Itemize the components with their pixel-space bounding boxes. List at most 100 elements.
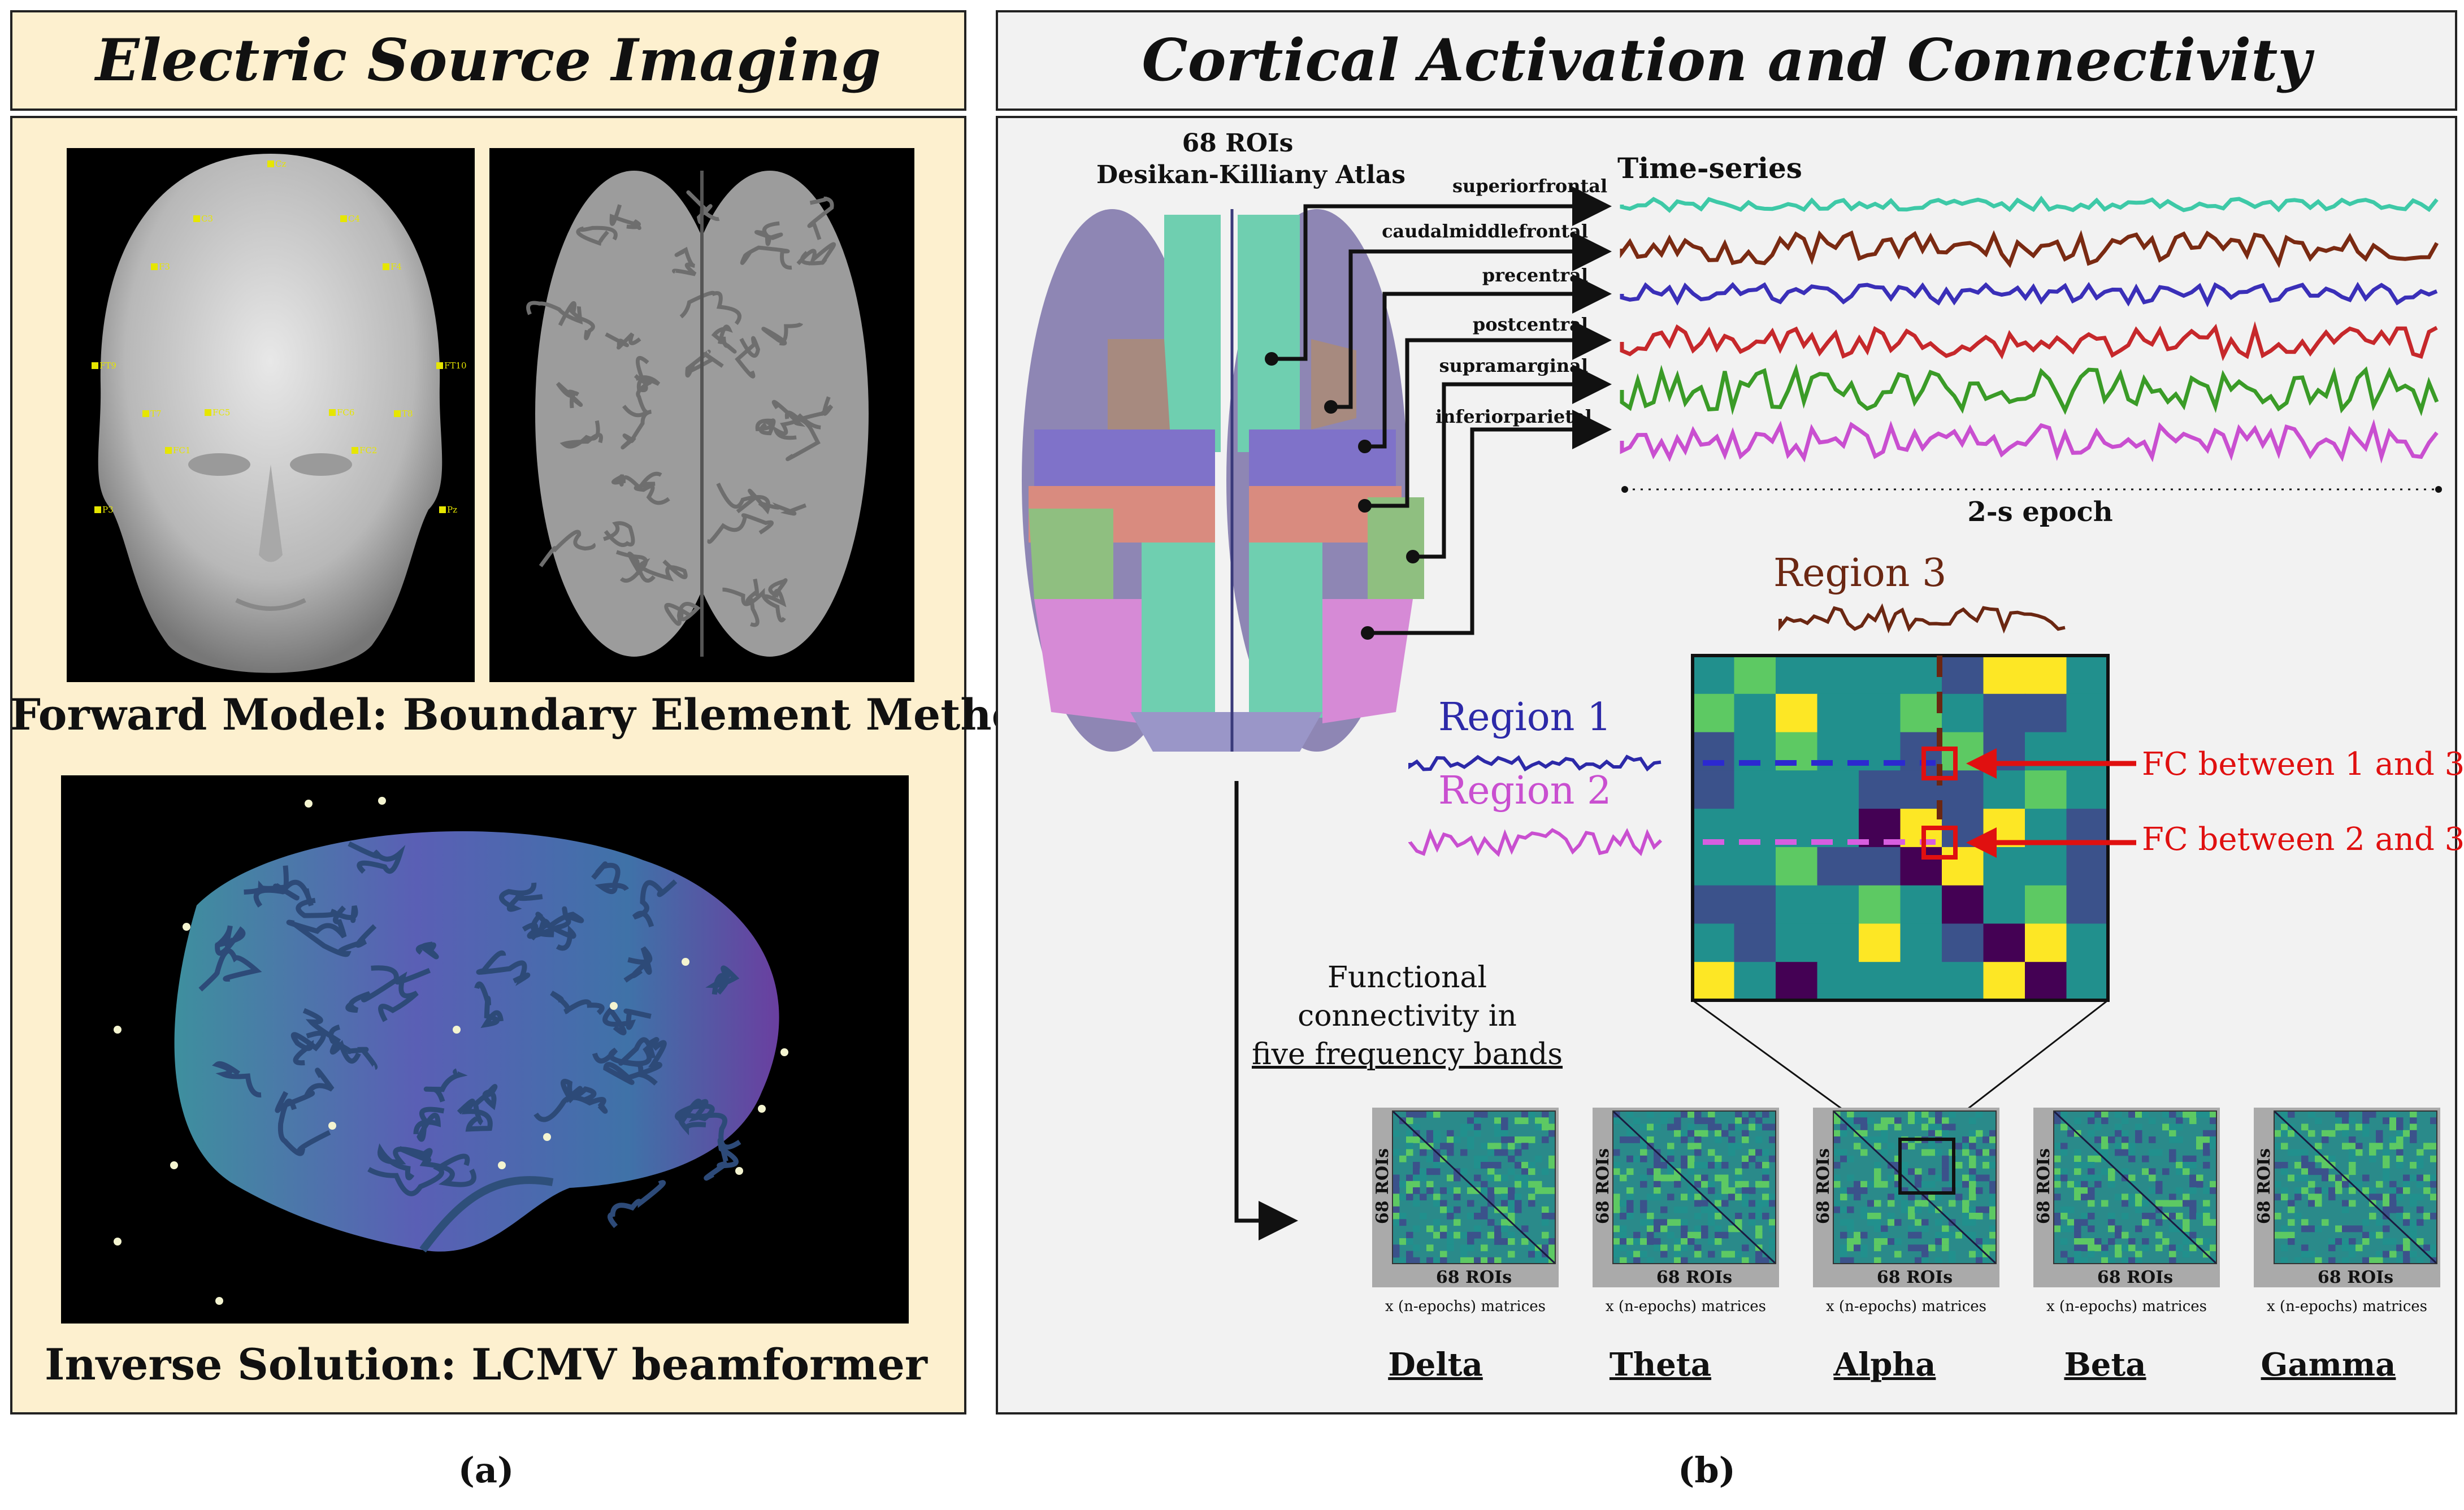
matrix-cell <box>2066 693 2109 733</box>
inverse-solution-caption: Inverse Solution: LCMV beamformer <box>45 1339 927 1390</box>
atlas-label-line2: Desikan-Killiany Atlas <box>1096 160 1406 189</box>
region-1-label: Region 1 <box>1438 695 1612 740</box>
sublabel-b: (b) <box>1677 1450 1736 1491</box>
matrix-cell <box>1817 693 1859 733</box>
matrix-cell <box>1693 885 1735 925</box>
electrode-label: F4 <box>391 262 402 272</box>
electrode-label: T8 <box>402 409 413 419</box>
trace-precentral <box>1620 281 2438 307</box>
matrix-caption: x (n-epochs) matrices <box>2046 1298 2207 1315</box>
matrix-cell <box>1859 923 1901 963</box>
electrode-label: FT9 <box>99 361 116 371</box>
matrix-y-axis-label: 68 ROIs <box>1373 1148 1392 1224</box>
trace-postcentral <box>1620 321 2438 362</box>
matrix-cell <box>1776 923 1818 963</box>
matrix-cell <box>1693 770 1735 810</box>
matrix-cell <box>1693 847 1735 886</box>
matrix-y-axis-label: 68 ROIs <box>2034 1148 2054 1224</box>
fc-description-line2: connectivity in <box>1298 999 1517 1033</box>
brain-top-view-image <box>489 148 914 682</box>
matrix-cell <box>1942 656 1984 695</box>
matrix-cell <box>1983 885 2025 925</box>
atlas-brain <box>1022 209 1424 752</box>
matrix-cell <box>2025 770 2067 810</box>
band-label-delta: Delta <box>1388 1346 1483 1383</box>
electrode-marker <box>436 362 443 369</box>
trace-superiorfrontal <box>1620 196 2439 213</box>
zoom-box <box>1898 1138 1955 1195</box>
matrix-caption: x (n-epochs) matrices <box>1606 1298 1766 1315</box>
matrix-cell <box>2066 885 2109 925</box>
electrode-marker <box>394 410 401 417</box>
trace-caudalmiddlefrontal <box>1620 229 2439 268</box>
matrix-cell <box>1859 885 1901 925</box>
electrode-marker <box>329 409 336 416</box>
matrix-cell <box>1900 693 1942 733</box>
matrix-cell <box>2025 693 2067 733</box>
matrix-cell <box>1817 885 1859 925</box>
matrix-cell <box>2066 962 2109 1001</box>
matrix-cell <box>2066 923 2109 963</box>
matrix-cell <box>1693 656 1735 695</box>
sensor-dot <box>114 1238 122 1246</box>
matrix-cell <box>1817 923 1859 963</box>
sensor-dot <box>453 1026 461 1034</box>
electrode-marker <box>151 263 158 270</box>
sensor-dot <box>780 1048 788 1056</box>
brain-side-view-image <box>61 775 909 1324</box>
sensor-dot <box>305 800 313 808</box>
matrix-cell <box>2066 770 2109 810</box>
trace-supramarginal <box>1620 363 2439 416</box>
matrix-cell <box>1734 693 1776 733</box>
matrix-x-axis-label: 68 ROIs <box>1877 1268 1953 1287</box>
matrix-cell <box>2066 847 2109 886</box>
matrix-y-axis-label: 68 ROIs <box>1593 1148 1613 1224</box>
electrode-label: FC5 <box>212 407 230 418</box>
timeseries-traces <box>1620 196 2439 464</box>
sensor-dot <box>682 958 689 966</box>
forward-model-caption: Forward Model: Boundary Element Method <box>10 689 1051 740</box>
matrix-y-axis-label: 68 ROIs <box>2254 1148 2274 1224</box>
matrix-cell <box>1693 923 1735 963</box>
matrix-cell <box>1776 770 1818 810</box>
region-2-trace <box>1408 828 1663 857</box>
matrix-cell <box>1942 962 1984 1001</box>
matrix-cell <box>2025 885 2067 925</box>
region-1-trace <box>1408 754 1662 772</box>
right-panel-title: Cortical Activation and Connectivity <box>1142 27 2311 94</box>
fc-1-3-label: FC between 1 and 3 <box>2142 746 2464 783</box>
electrode-marker <box>193 215 200 222</box>
electrode-label: Pz <box>447 505 457 515</box>
matrix-cell <box>1817 656 1859 695</box>
electrode-marker <box>165 447 172 454</box>
electrode-label: T7 <box>150 409 162 419</box>
trace-inferiorparietal <box>1620 419 2439 464</box>
matrix-caption: x (n-epochs) matrices <box>1826 1298 1986 1315</box>
matrix-cell <box>2066 656 2109 695</box>
matrix-cell <box>1942 847 1984 886</box>
matrix-cell <box>1942 885 1984 925</box>
matrix-cell <box>2025 847 2067 886</box>
region-label-supramarginal: supramarginal <box>1439 355 1588 376</box>
region-3-trace <box>1778 603 2066 634</box>
sensor-dot <box>498 1161 506 1169</box>
matrix-cell <box>1983 962 2025 1001</box>
region-label-caudalmiddlefrontal: caudalmiddlefrontal <box>1382 220 1588 242</box>
right-title-box: Cortical Activation and Connectivity <box>996 10 2457 111</box>
matrix-cell <box>1983 770 2025 810</box>
atlas-to-bands-arrow <box>1234 781 1298 1240</box>
matrix-cell <box>2025 962 2067 1001</box>
band-label-alpha: Alpha <box>1833 1346 1936 1383</box>
electrode-marker <box>383 263 389 270</box>
electrode-marker <box>267 160 274 167</box>
matrix-cell <box>1859 962 1901 1001</box>
electrode-label: FC6 <box>337 407 354 418</box>
timeseries-title: Time-series <box>1617 151 1802 185</box>
matrix-cell <box>1734 770 1776 810</box>
